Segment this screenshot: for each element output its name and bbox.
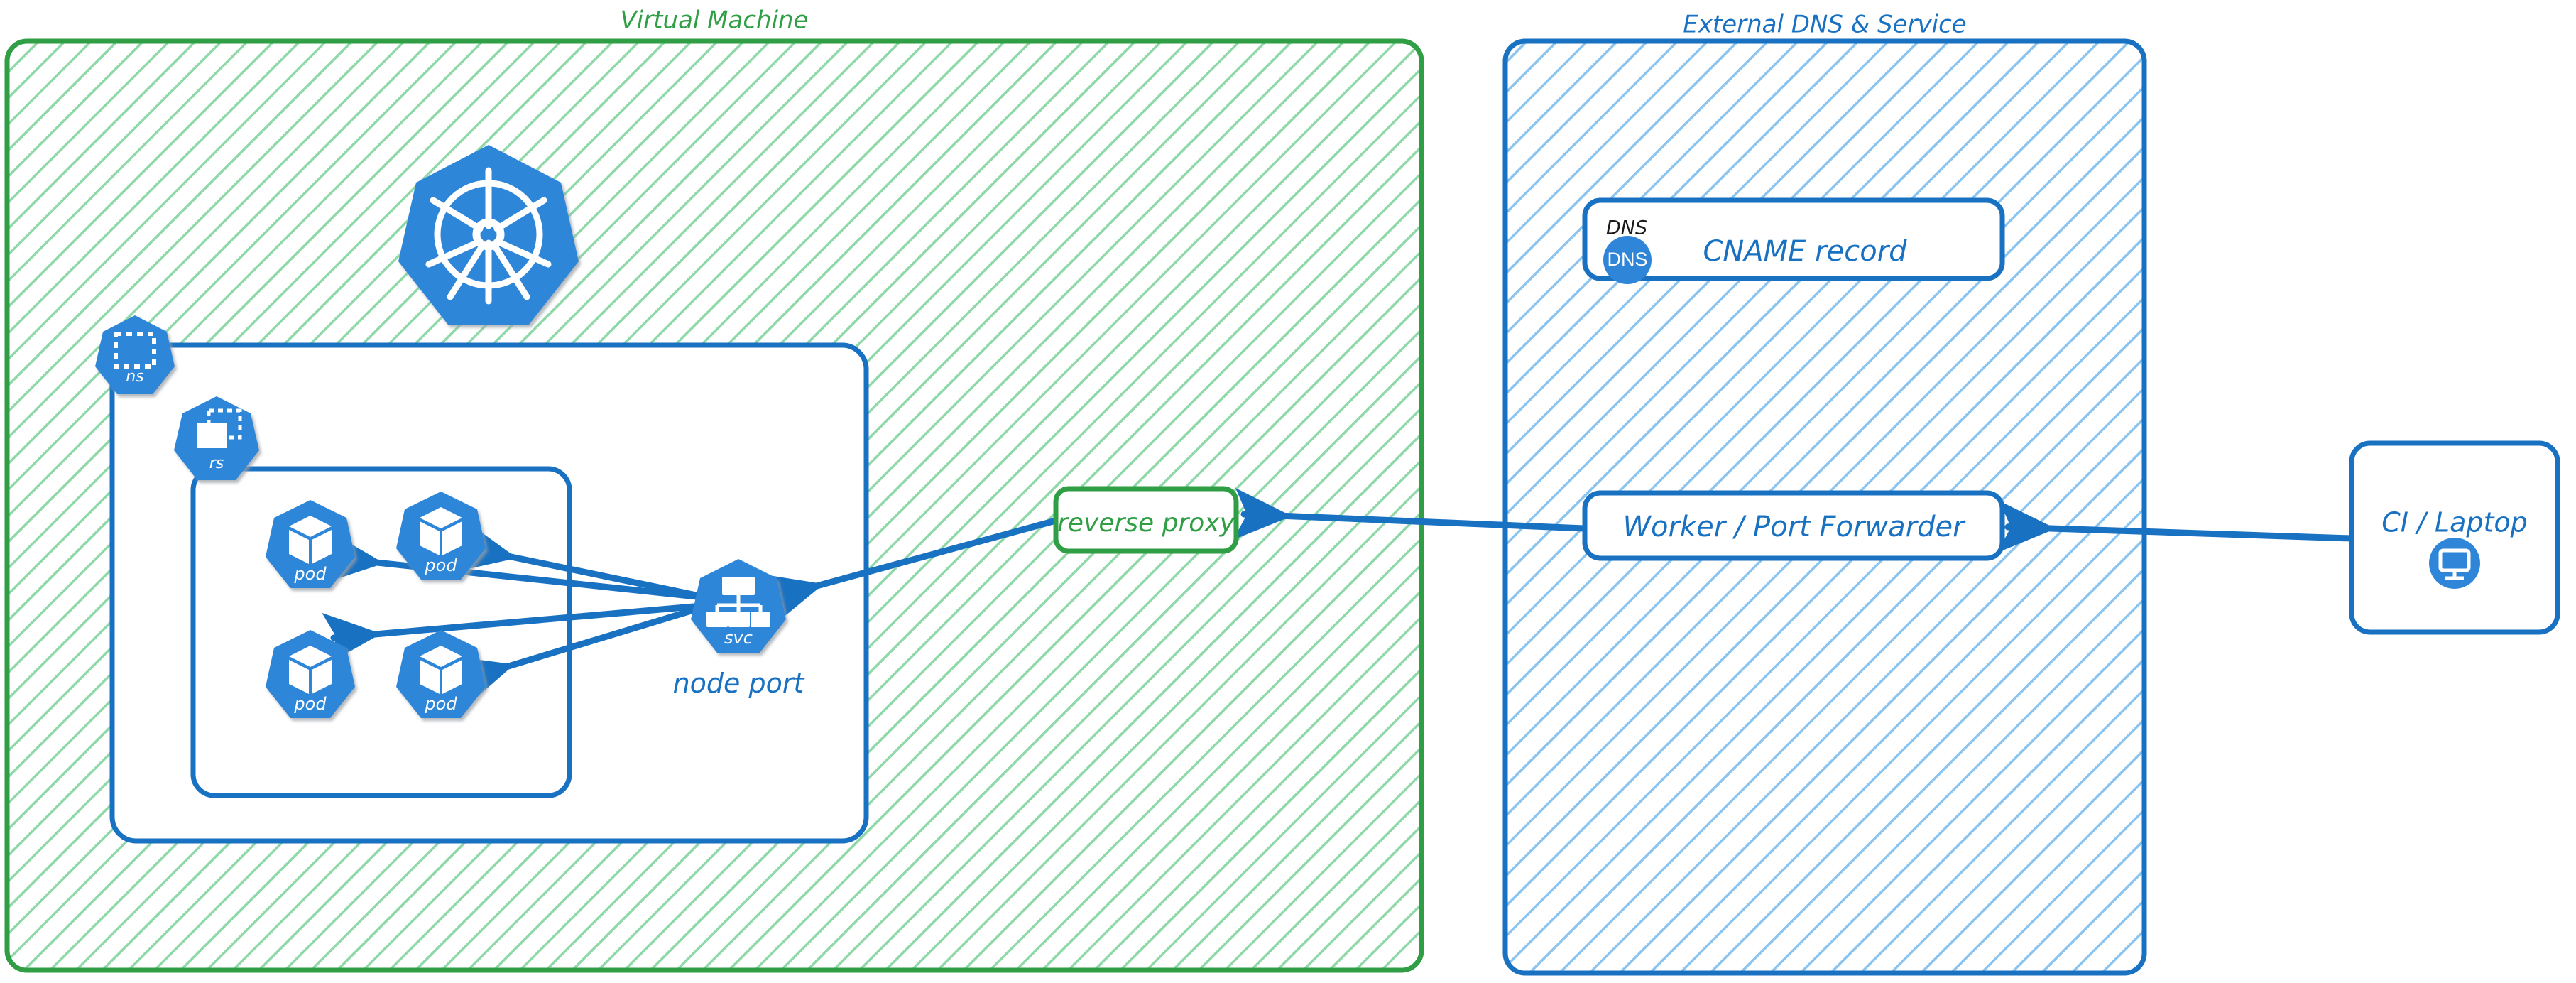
dns-badge-icon (1603, 236, 1652, 284)
pod-1-icon-label: pod (293, 564, 327, 584)
pod-2-icon: pod (396, 492, 486, 580)
arrow-svc-to-pod-4 (452, 602, 714, 706)
worker-port-forwarder-rect[interactable] (1582, 490, 2005, 561)
dns-record-box[interactable]: DNS DNS CNAME record (1582, 197, 2005, 284)
node-port-label: node port (673, 668, 806, 699)
external-dns-service-title: External DNS & Service (1683, 11, 1966, 39)
monitor-icon (2429, 538, 2480, 589)
arrow-ci-laptop-to-worker (1997, 501, 2355, 553)
pod-2-icon-label: pod (424, 555, 457, 575)
service-icon-label: svc (724, 628, 753, 648)
dns-badge-label: DNS (1607, 249, 1647, 270)
dns-small-label: DNS (1606, 217, 1647, 239)
dns-record-rect[interactable] (1582, 197, 2005, 281)
ci-laptop-box[interactable]: CI / Laptop (2349, 440, 2560, 635)
arrow-reverse-proxy-to-svc (761, 517, 1059, 624)
kubernetes-logo-icon (398, 145, 579, 325)
service-icon: svc (691, 559, 786, 653)
cname-record-label: CNAME record (1703, 235, 1907, 268)
namespace-icon: ns (95, 315, 175, 394)
virtual-machine-title: Virtual Machine (621, 6, 809, 35)
pod-4-icon: pod (396, 630, 486, 718)
arrow-svc-to-pod-1 (324, 531, 714, 602)
namespace-icon-label: ns (126, 368, 143, 386)
ci-laptop-label: CI / Laptop (2381, 507, 2528, 538)
pod-3-icon: pod (266, 630, 355, 718)
worker-port-forwarder-box[interactable]: Worker / Port Forwarder (1582, 490, 2005, 561)
arrow-svc-to-pod-3 (322, 602, 714, 665)
worker-port-forwarder-label: Worker / Port Forwarder (1622, 511, 1966, 543)
reverse-proxy-label: reverse proxy (1057, 509, 1235, 538)
replicaset-icon-label: rs (209, 455, 224, 472)
reverse-proxy-box[interactable]: reverse proxy (1053, 486, 1239, 554)
replicaset-icon: rs (174, 396, 259, 480)
arrow-worker-to-reverse-proxy (1233, 488, 1588, 540)
pod-3-icon-label: pod (293, 694, 327, 714)
pod-4-icon-label: pod (424, 694, 457, 714)
arrow-svc-to-pod-2 (455, 521, 714, 602)
reverse-proxy-rect[interactable] (1053, 486, 1239, 554)
pod-1-icon: pod (266, 500, 355, 588)
